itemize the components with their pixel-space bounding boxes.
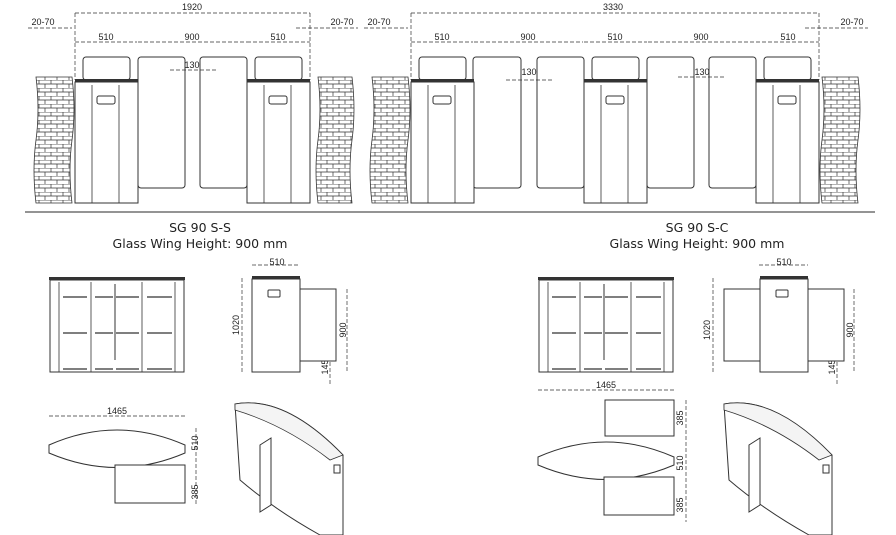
cabinet-glass-top	[763, 56, 812, 81]
dim-overlap-right-b: 130	[694, 67, 709, 77]
top-view-wing	[604, 399, 675, 437]
side-view-lid	[252, 276, 300, 279]
dim-overlap-right-a: 130	[521, 67, 536, 77]
detail-views	[48, 276, 845, 535]
dim-side-clearance: 145	[320, 359, 330, 374]
side-view-wing	[807, 288, 845, 362]
cabinet-lid	[756, 79, 819, 82]
glass-wing	[199, 56, 248, 189]
brick-wall	[33, 76, 75, 204]
dim-gap-left-1: 20-70	[31, 17, 54, 27]
dimension-lines	[28, 12, 868, 522]
dim-passage-right-a: 900	[520, 32, 535, 42]
cabinet-lid	[247, 79, 310, 82]
dim-gap-left-2: 20-70	[330, 17, 353, 27]
brick-wall	[819, 76, 861, 204]
front-view	[49, 279, 185, 373]
side-view-lid	[760, 276, 808, 279]
front-view	[538, 279, 674, 373]
card-reader-icon	[775, 289, 789, 298]
dim-cabinet-right-b: 510	[607, 32, 622, 42]
side-view-wing	[299, 288, 337, 362]
dim-overlap-left: 130	[184, 60, 199, 70]
brick-wall	[315, 76, 355, 204]
dim-top-length: 1465	[107, 406, 127, 416]
card-reader-icon	[605, 95, 625, 105]
top-view-lens	[48, 429, 186, 468]
top-view-wing	[114, 464, 186, 504]
model-title-right: SG 90 S-C	[666, 220, 729, 235]
dim-top-depth: 510	[190, 435, 200, 450]
dim-side-wing-height: 900	[338, 322, 348, 337]
brick-walls	[33, 76, 861, 204]
dim-cabinet-right-c: 510	[780, 32, 795, 42]
wing-height-left: Glass Wing Height: 900 mm	[113, 236, 288, 251]
dim-side-wing-height: 900	[845, 322, 855, 337]
cabinet-lid	[411, 79, 474, 82]
isometric-wing	[259, 437, 272, 513]
dim-cabinet-left-a: 510	[98, 32, 113, 42]
cabinet-lid	[584, 79, 647, 82]
cabinet-glass-top	[591, 56, 640, 81]
dim-side-width: 510	[776, 257, 791, 267]
details-s-c: 510 1020 900 145 1465 385 510 385	[596, 257, 855, 513]
side-view-wing	[723, 288, 761, 362]
front-view-lid	[49, 277, 185, 280]
dim-overall-left: 1920	[182, 2, 202, 12]
card-reader-icon	[777, 95, 797, 105]
card-reader-icon	[822, 464, 830, 474]
wing-height-right: Glass Wing Height: 900 mm	[610, 236, 785, 251]
dim-top-wing-depth-top: 385	[675, 410, 685, 425]
dim-side-height: 1020	[702, 320, 712, 340]
dim-top-length: 1465	[596, 380, 616, 390]
cabinet-lid	[75, 79, 138, 82]
dim-passage-right-b: 900	[693, 32, 708, 42]
dim-overall-right: 3330	[603, 2, 623, 12]
isometric-wing	[748, 437, 761, 513]
dim-passage-left: 900	[184, 32, 199, 42]
dim-top-wing-depth: 385	[190, 484, 200, 499]
dim-side-width: 510	[269, 257, 284, 267]
model-title-left: SG 90 S-S	[169, 220, 231, 235]
dim-top-wing-depth-bottom: 385	[675, 497, 685, 512]
turnstile-cabinets	[74, 56, 820, 204]
details-s-s: 510 1020 900 145 1465 510 385	[107, 257, 348, 500]
dim-gap-right-2: 20-70	[840, 17, 863, 27]
dim-cabinet-right-a: 510	[434, 32, 449, 42]
card-reader-icon	[96, 95, 116, 105]
card-reader-icon	[267, 289, 281, 298]
card-reader-icon	[268, 95, 288, 105]
dim-cabinet-left-b: 510	[270, 32, 285, 42]
dim-side-clearance: 145	[827, 359, 837, 374]
isometric-top	[234, 402, 344, 461]
dim-top-depth: 510	[675, 455, 685, 470]
cabinet-glass-top	[418, 56, 467, 81]
cabinet-glass-top	[82, 56, 131, 81]
glass-wing	[137, 56, 186, 189]
front-view-lid	[538, 277, 674, 280]
brick-wall	[369, 76, 411, 204]
isometric-top	[723, 402, 833, 461]
cabinet-glass-top	[254, 56, 303, 81]
dim-side-height: 1020	[231, 315, 241, 335]
dim-gap-right-1: 20-70	[367, 17, 390, 27]
top-view-lens	[537, 441, 675, 480]
glass-wing	[536, 56, 585, 189]
top-view-wing	[603, 476, 675, 516]
card-reader-icon	[333, 464, 341, 474]
glass-wing	[472, 56, 522, 189]
card-reader-icon	[432, 95, 452, 105]
